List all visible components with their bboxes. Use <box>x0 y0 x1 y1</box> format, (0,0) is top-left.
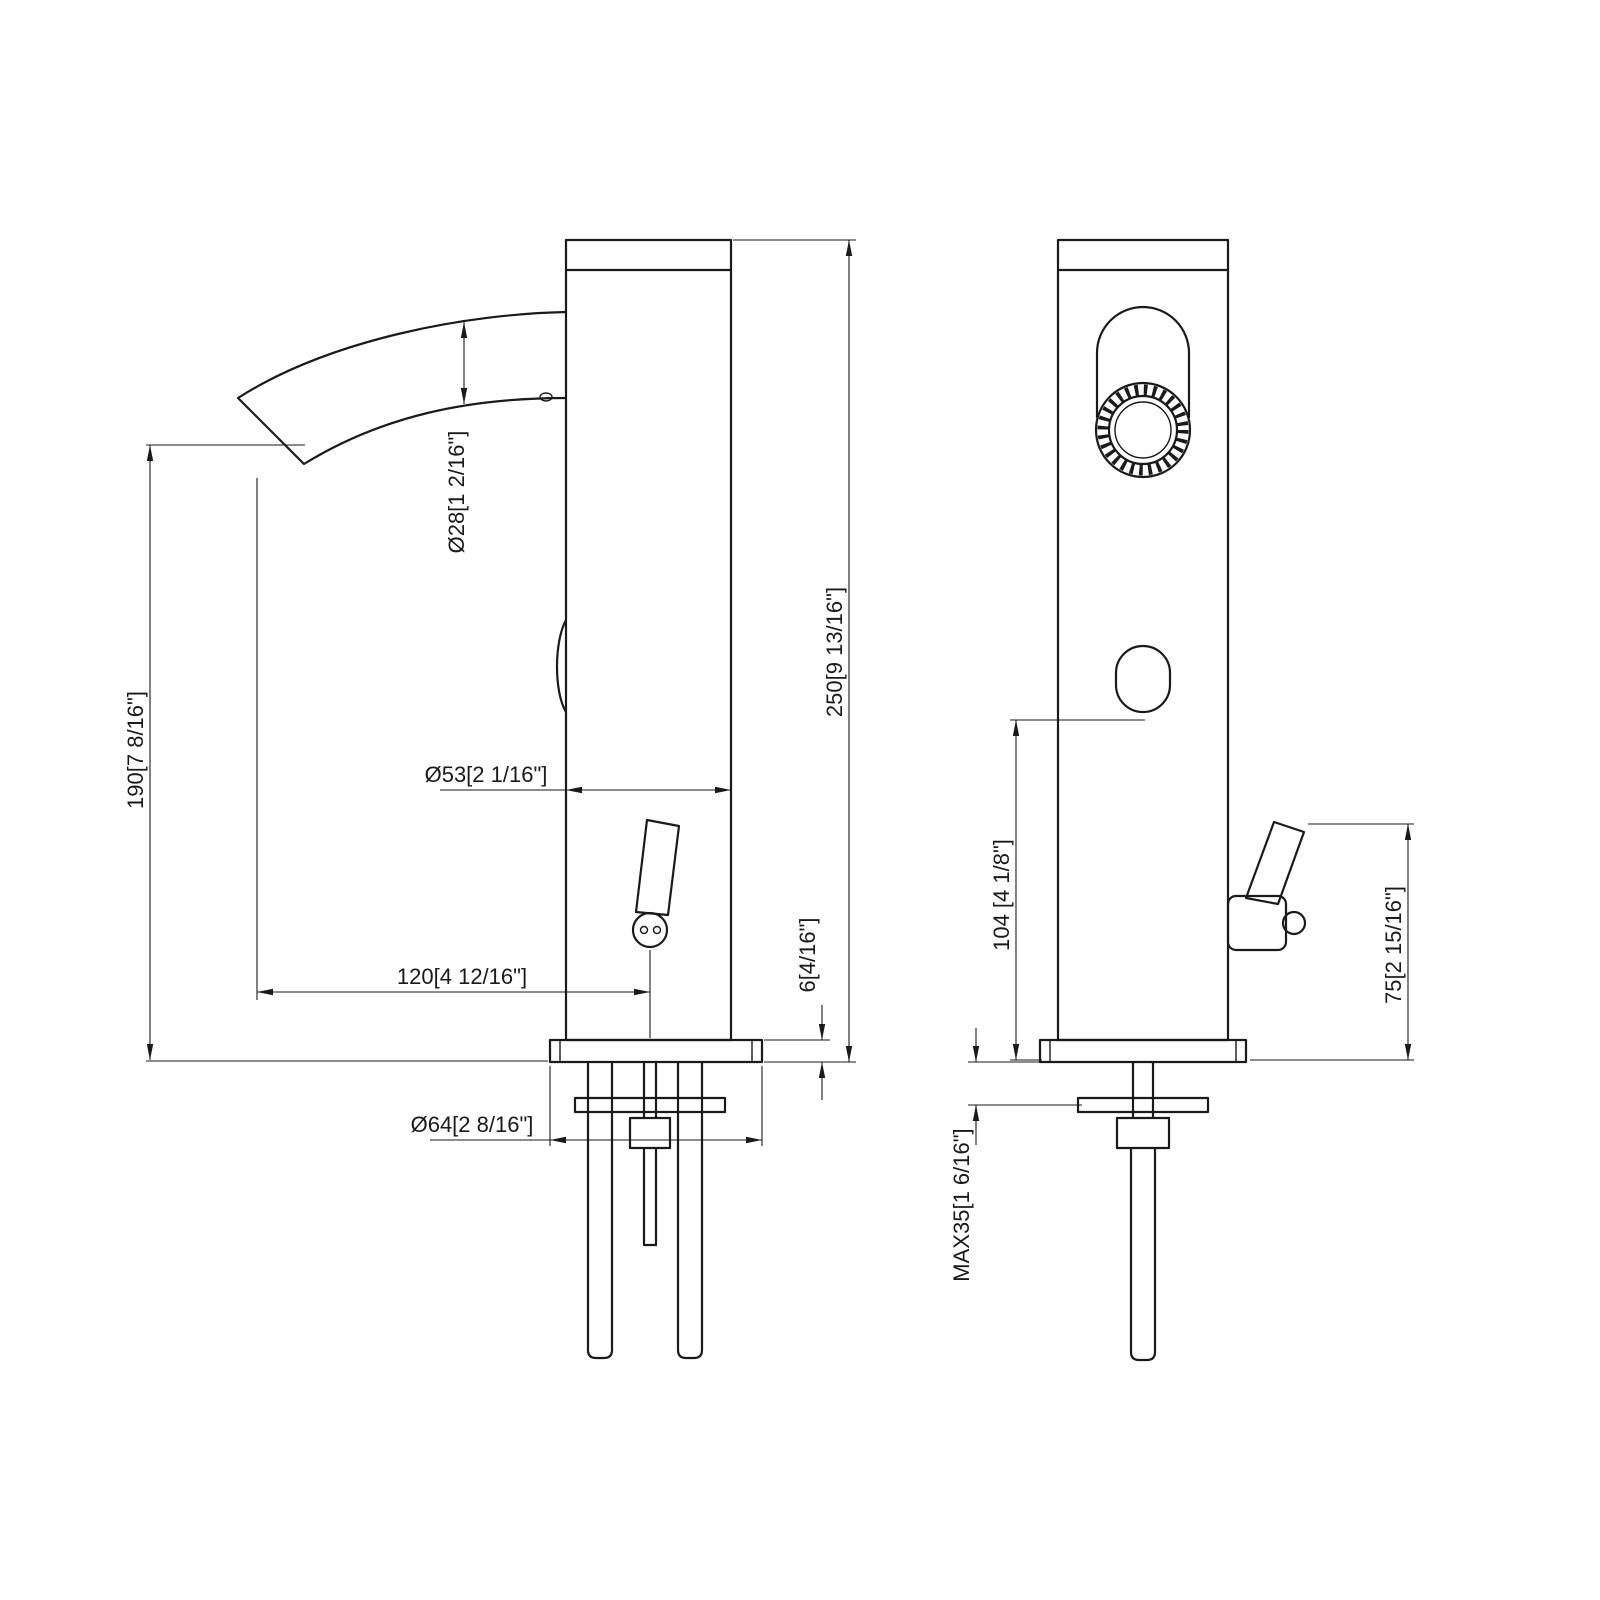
spout-front <box>1095 305 1191 418</box>
handle-block <box>1226 894 1288 952</box>
aerator-mid-ring <box>1107 394 1179 466</box>
dim-body-diameter-label: Ø53[2 1/16"] <box>425 762 548 787</box>
mounting-washer-front <box>1076 1096 1210 1114</box>
sensor-window-front <box>1114 644 1172 714</box>
handle-lever-side-view <box>634 818 681 917</box>
spout-set-screw <box>539 392 553 402</box>
dim-base-thickness-label: 6[4/16"] <box>795 917 820 992</box>
dim-max-deck-thickness: MAX35[1 6/16"] <box>949 1028 1082 1282</box>
dim-sensor-height-label: 104 [4 1/8"] <box>989 839 1014 951</box>
base-plate-side <box>548 1038 764 1064</box>
dim-spout-height-label: 190[7 8/16"] <box>123 691 148 809</box>
front-view-dimensions: 104 [4 1/8"] 75[2 15/16"] MAX35[1 6/16"] <box>949 719 1414 1282</box>
mounting-stud-lower <box>642 1148 658 1247</box>
handle-lever-front-view <box>1244 820 1306 906</box>
handle-pivot-hole-left <box>639 925 649 935</box>
spout-side <box>236 310 567 466</box>
mounting-nut-side <box>628 1116 672 1150</box>
sensor-window-side <box>555 619 567 713</box>
supply-hose-left <box>586 1062 614 1360</box>
dim-spout-reach-label: 120[4 12/16"] <box>397 964 527 989</box>
side-view-dimensions: Ø28[1 2/16"] 190[7 8/16"] Ø53[2 1/16"] 1… <box>123 239 856 1146</box>
aerator-knurled-ring <box>1097 384 1189 476</box>
dim-spout-diameter-label: Ø28[1 2/16"] <box>444 431 469 554</box>
handle-knob <box>1281 910 1307 936</box>
dim-base-diameter: Ø64[2 8/16"] <box>411 1066 763 1146</box>
dim-handle-height: 75[2 15/16"] <box>1250 823 1414 1061</box>
faucet-body-front <box>1056 238 1230 1042</box>
dim-spout-reach: 120[4 12/16"] <box>256 478 651 1038</box>
dim-base-thickness: 6[4/16"] <box>764 917 830 1100</box>
aerator-outer-ring <box>1094 381 1192 479</box>
dim-spout-height: 190[7 8/16"] <box>123 444 548 1062</box>
supply-hose-right <box>676 1062 704 1360</box>
front-view <box>1038 238 1307 1362</box>
mounting-nut-front <box>1115 1116 1171 1150</box>
aerator-inner-ring <box>1114 401 1172 459</box>
dim-base-diameter-label: Ø64[2 8/16"] <box>411 1112 534 1137</box>
mounting-washer-side <box>573 1096 727 1114</box>
dim-max-deck-thickness-label: MAX35[1 6/16"] <box>949 1128 974 1281</box>
faucet-body-side <box>564 238 733 1042</box>
dim-body-diameter: Ø53[2 1/16"] <box>425 762 731 794</box>
dim-total-height-label: 250[9 13/16"] <box>822 587 847 717</box>
handle-pivot-hole-right <box>652 925 662 935</box>
side-view <box>236 238 764 1360</box>
handle-pivot <box>631 911 669 949</box>
dim-spout-diameter: Ø28[1 2/16"] <box>444 322 469 553</box>
supply-pipe-front <box>1129 1148 1157 1362</box>
dim-sensor-height: 104 [4 1/8"] <box>989 719 1145 1061</box>
dim-total-height: 250[9 13/16"] <box>733 239 856 1063</box>
base-plate-front <box>1038 1038 1248 1064</box>
dim-handle-height-label: 75[2 15/16"] <box>1381 886 1406 1004</box>
